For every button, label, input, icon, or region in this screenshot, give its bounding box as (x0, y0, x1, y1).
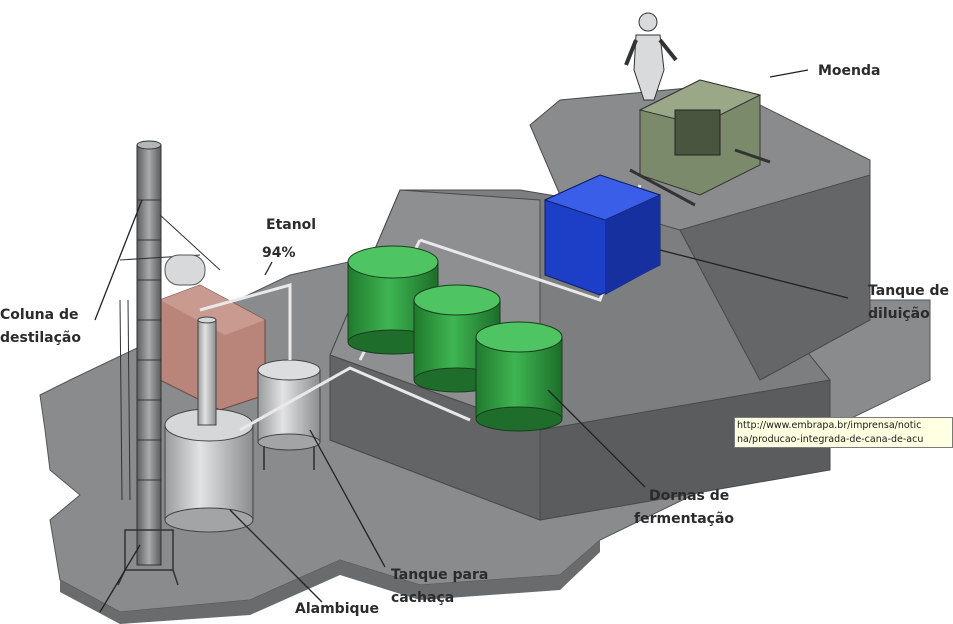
leader-lines (94, 69, 849, 613)
label-coluna-line2: destilação (0, 330, 81, 346)
label-dornas-line2: fermentação (634, 511, 735, 527)
label-moenda: Moenda (818, 63, 881, 79)
label-tanque-cachaca-line2: cachaça (391, 590, 455, 606)
label-tanque-cachaca-line1: Tanque para (391, 567, 489, 583)
fermentation-tank-3-icon (475, 321, 563, 432)
cachaca-tank-icon (257, 359, 321, 470)
distillation-column-icon (117, 140, 221, 586)
url-tooltip-line1: http://www.embrapa.br/imprensa/notic (737, 420, 922, 431)
label-alambique: Alambique (295, 601, 379, 617)
label-tanque-diluicao-line2: diluição (868, 306, 930, 322)
alambique-still-icon (164, 316, 254, 533)
label-tanque-diluicao-line1: Tanque de (868, 283, 950, 299)
label-etanol-line1: Etanol (266, 217, 317, 233)
label-dornas-line1: Dornas de (649, 488, 730, 504)
upper-platform (529, 84, 871, 381)
url-tooltip-line2: na/producao-integrada-de-cana-de-acu (737, 434, 924, 445)
worker-figure-icon (624, 12, 678, 101)
label-coluna-line1: Coluna de (0, 307, 79, 323)
dilution-tank-icon (543, 174, 662, 296)
fermentation-tanks (347, 245, 563, 432)
mill-machine-icon (629, 79, 771, 207)
label-etanol-line2: 94% (262, 245, 296, 261)
url-tooltip: http://www.embrapa.br/imprensa/notic na/… (734, 417, 953, 448)
